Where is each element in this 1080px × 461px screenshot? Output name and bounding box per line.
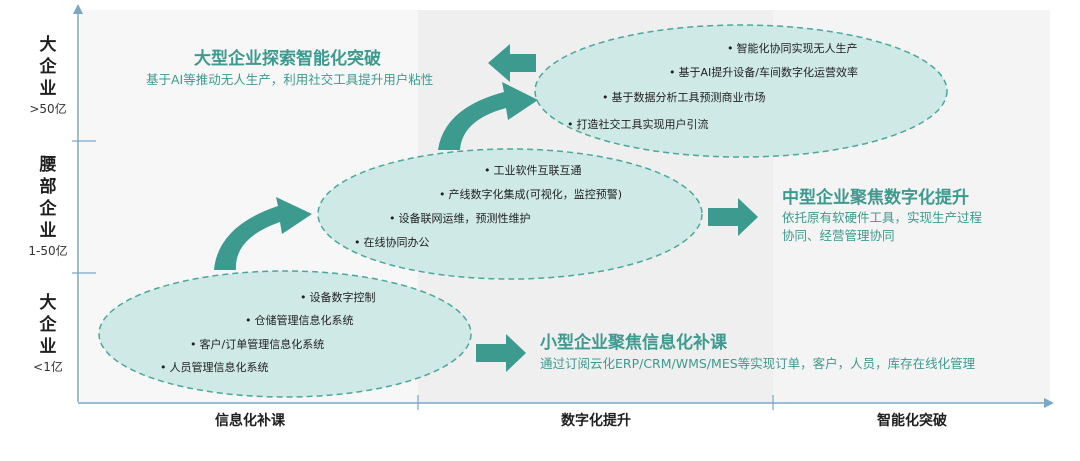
callout-small-desc: 通过订阅云化ERP/CRM/WMS/MES等实现订单，客户，人员，库存在线化管理 [540, 355, 975, 373]
arrow-to-mid-callout [708, 198, 758, 236]
callout-large-desc-line: 基于AI等推动无人生产，利用社交工具提升用户粘性 [146, 72, 434, 87]
callout-mid-title: 中型企业聚焦数字化提升 [782, 188, 969, 208]
y-tier-small: 大 企 业 <1亿 [18, 292, 78, 376]
callout-small-title: 小型企业聚焦信息化补课 [540, 333, 727, 353]
y-tier-large-lines: 大 企 业 [18, 34, 78, 100]
y-tier-char: 业 [39, 221, 57, 241]
y-tier-char: 部 [39, 177, 57, 197]
list-item: 基于AI提升设备/车间数字化运营效率 [669, 64, 858, 80]
list-item: 打造社交工具实现用户引流 [567, 116, 709, 132]
y-tier-char: 企 [39, 57, 57, 77]
y-tier-char: 腰 [39, 155, 57, 175]
x-axis-arrow [1044, 398, 1054, 408]
callout-large-desc: 基于AI等推动无人生产，利用社交工具提升用户粘性 [146, 71, 433, 89]
y-tier-char: 业 [39, 337, 57, 357]
list-item: 智能化协同实现无人生产 [727, 40, 858, 56]
x-category-digitalization: 数字化提升 [561, 413, 631, 429]
list-item: 在线协同办公 [354, 234, 430, 250]
y-axis-arrow [73, 4, 83, 14]
list-item: 工业软件互联互通 [484, 162, 582, 178]
callout-mid-desc: 依托原有软硬件工具，实现生产过程 协同、经营管理协同 [782, 209, 982, 245]
y-tier-large: 大 企 业 >50亿 [18, 34, 78, 118]
callout-mid-desc-line: 依托原有软硬件工具，实现生产过程 [782, 210, 983, 225]
list-item: 产线数字化集成(可视化，监控预警) [439, 186, 623, 202]
curved-arrow-small-to-mid [214, 197, 312, 270]
y-tier-char: 企 [39, 199, 57, 219]
y-tier-char: 企 [39, 315, 57, 335]
y-tier-small-sub: <1亿 [33, 360, 63, 374]
list-item: 设备联网运维，预测性维护 [389, 210, 531, 226]
y-tier-mid: 腰 部 企 业 1-50亿 [18, 154, 78, 260]
arrow-to-large-callout [488, 44, 536, 82]
callout-mid-desc-line: 协同、经营管理协同 [782, 228, 895, 243]
y-tier-small-lines: 大 企 业 [18, 292, 78, 358]
x-category-informatization: 信息化补课 [215, 413, 285, 429]
arrow-to-small-callout [476, 334, 526, 372]
y-tier-char: 大 [39, 293, 57, 313]
x-category-intelligentization: 智能化突破 [877, 413, 947, 429]
y-tier-char: 业 [39, 79, 57, 99]
y-tier-mid-sub: 1-50亿 [28, 244, 68, 258]
list-item: 设备数字控制 [300, 289, 376, 305]
list-item: 人员管理信息化系统 [160, 359, 269, 375]
y-tier-mid-lines: 腰 部 企 业 [18, 154, 78, 242]
list-item: 仓储管理信息化系统 [245, 312, 354, 328]
callout-large-title: 大型企业探索智能化突破 [194, 49, 381, 69]
list-item: 客户/订单管理信息化系统 [190, 336, 325, 352]
y-tier-char: 大 [39, 35, 57, 55]
curved-arrow-mid-to-large [438, 82, 538, 150]
callout-small-desc-line: 通过订阅云化ERP/CRM/WMS/MES等实现订单，客户，人员，库存在线化管理 [540, 356, 976, 371]
stage-ellipse-small [98, 270, 472, 398]
y-tier-large-sub: >50亿 [29, 102, 67, 116]
list-item: 基于数据分析工具预测商业市场 [602, 89, 766, 105]
